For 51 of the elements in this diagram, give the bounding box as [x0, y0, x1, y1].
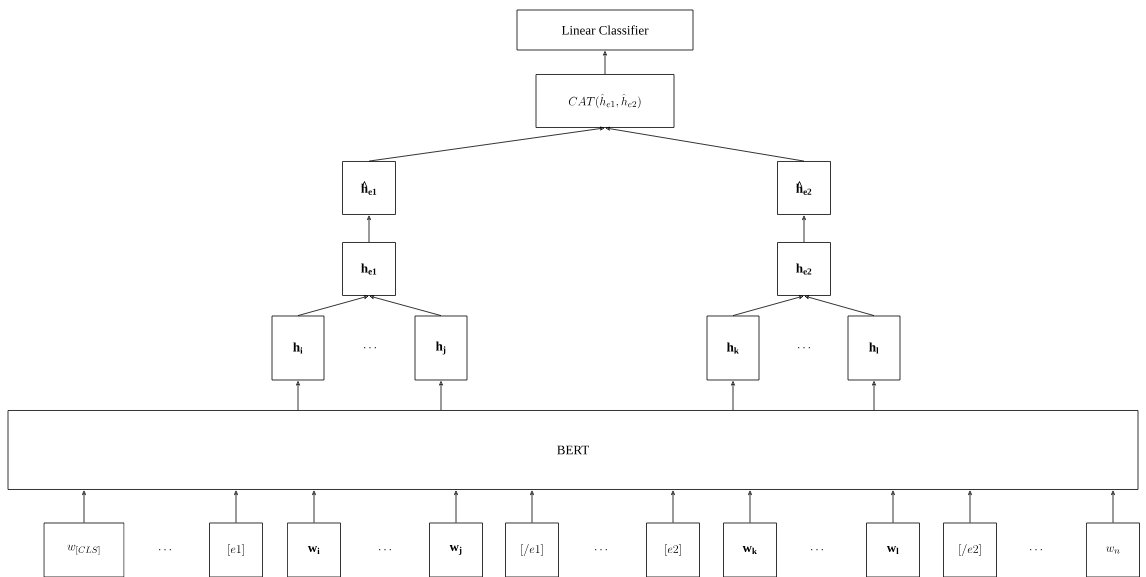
- arrow: [1111, 490, 1115, 523]
- arrow: [891, 490, 895, 523]
- process-box: $w_{[CLS]}$: [43, 522, 125, 577]
- arrow: [802, 215, 806, 243]
- arrow: [968, 490, 972, 523]
- process-box: $w_{n}$: [1086, 522, 1140, 577]
- ellipsis: $\cdots$: [364, 347, 376, 349]
- process-box: $\mathbf{h_{i}}$: [271, 315, 325, 381]
- ellipsis: $\cdots$: [379, 549, 391, 551]
- process-box: $\mathbf{\hat{h}_{e1}}$: [342, 161, 396, 215]
- arrow: [732, 295, 804, 316]
- process-box: $\mathbf{\hat{h}_{e2}}$: [777, 161, 831, 215]
- arrow: [603, 51, 607, 75]
- arrow: [296, 381, 300, 411]
- process-box: Linear Classifier: [516, 9, 694, 51]
- ellipsis: $\cdots$: [1030, 549, 1042, 551]
- arrow: [454, 490, 458, 523]
- process-box: $[/e1]$: [505, 522, 559, 577]
- process-box: $\mathbf{h_{k}}$: [706, 315, 760, 381]
- arrow: [312, 490, 316, 523]
- process-box: $\mathbf{w_{k}}$: [723, 522, 777, 577]
- process-box: $\mathbf{h_{l}}$: [847, 315, 901, 381]
- process-box: $\mathbf{w_{j}}$: [429, 522, 483, 577]
- arrow: [731, 381, 735, 411]
- arrow: [748, 490, 752, 523]
- process-box: $[e2]$: [646, 522, 700, 577]
- arrow: [234, 490, 238, 523]
- ellipsis: $\cdots$: [811, 549, 823, 551]
- arrow: [671, 490, 675, 523]
- process-box: $[/e2]$: [943, 522, 997, 577]
- ellipsis: $\cdots$: [595, 549, 607, 551]
- arrow: [297, 295, 369, 316]
- arrow: [439, 381, 443, 411]
- process-box: $\mathbf{h_{e2}}$: [777, 242, 831, 296]
- process-box: $CAT(\hat{h}_{e1},\hat{h}_{e2})$: [535, 74, 675, 128]
- arrow: [605, 126, 805, 162]
- encoder-box: BERT: [7, 410, 1139, 490]
- arrow: [367, 215, 371, 243]
- ellipsis: $\cdots$: [159, 549, 171, 551]
- process-box: $\mathbf{h_{e1}}$: [342, 242, 396, 296]
- arrow: [872, 381, 876, 411]
- process-box: $\mathbf{h_{j}}$: [414, 315, 468, 381]
- process-box: $\mathbf{w_{l}}$: [866, 522, 920, 577]
- process-box: $\mathbf{w_{i}}$: [287, 522, 341, 577]
- arrow: [530, 490, 534, 523]
- arrow: [804, 295, 875, 316]
- process-box: $[e1]$: [209, 522, 263, 577]
- ellipsis: $\cdots$: [798, 347, 810, 349]
- arrow: [82, 490, 86, 523]
- arrow: [369, 295, 442, 316]
- arrow: [368, 126, 605, 162]
